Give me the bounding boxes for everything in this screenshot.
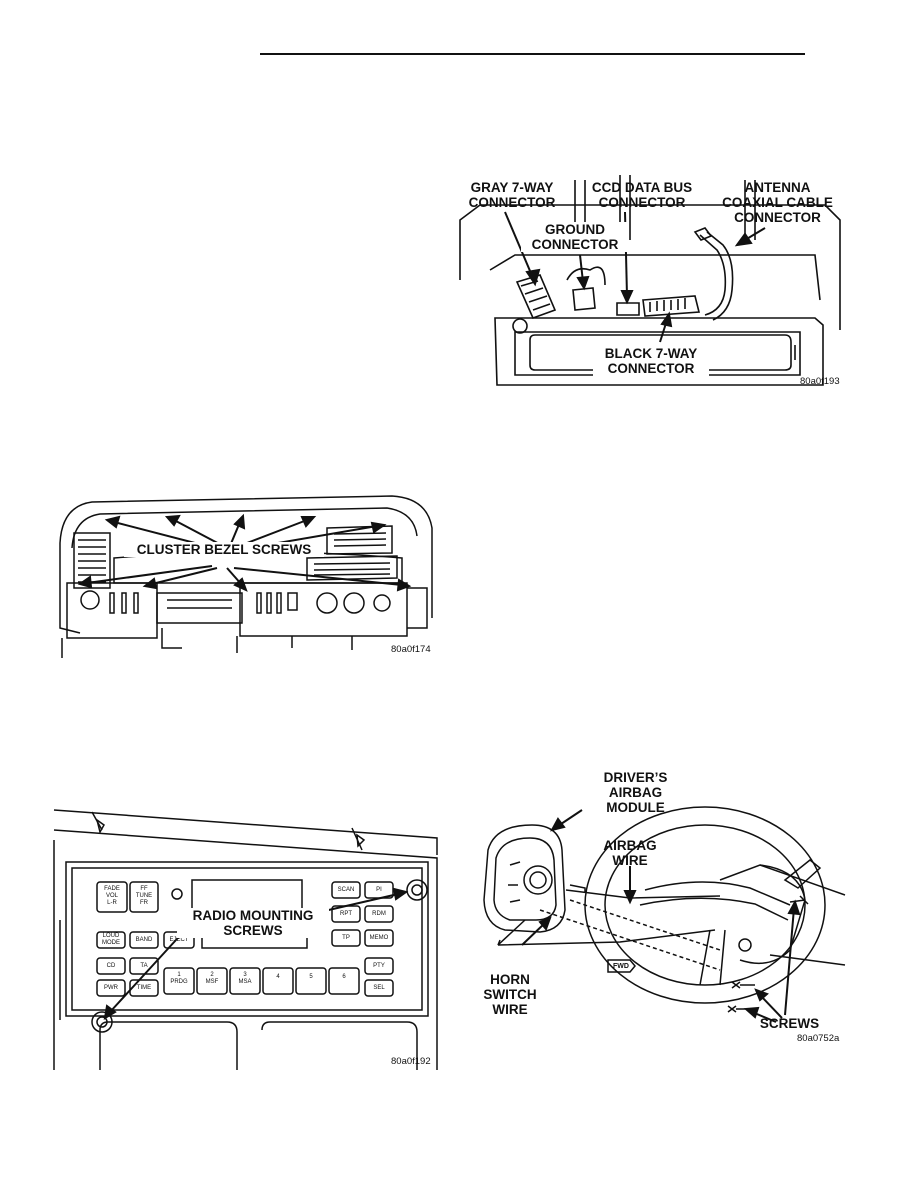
radio-key-sel[interactable]: SEL: [373, 985, 385, 991]
radio-key-cd[interactable]: CD: [106, 963, 116, 969]
radio-key-tune[interactable]: FF TUNE FR: [135, 886, 153, 906]
radio-mounting-drawing: [53, 809, 438, 1070]
radio-key-preset-2[interactable]: 2 MSF: [205, 972, 219, 985]
header-rule: [260, 53, 805, 55]
radio-key-pwr[interactable]: PWR: [104, 985, 118, 991]
figure-cluster-bezel: CLUSTER BEZEL SCREWS 80a0f174: [52, 488, 442, 658]
label-radio-mounting-screws: RADIO MOUNTING SCREWS: [177, 908, 329, 938]
radio-key-preset-3[interactable]: 3 MSA: [238, 972, 252, 985]
radio-key-fade[interactable]: FADE VOL L-R: [104, 886, 120, 906]
figure-radio-connectors: GRAY 7-WAY CONNECTOR CCD DATA BUS CONNEC…: [455, 160, 845, 400]
label-driver-airbag-module: DRIVER’S AIRBAG MODULE: [603, 770, 668, 815]
radio-key-preset-6[interactable]: 6: [342, 974, 346, 980]
radio-key-rpt[interactable]: RPT: [340, 911, 352, 917]
radio-key-time[interactable]: TIME: [136, 985, 152, 991]
radio-key-scan[interactable]: SCAN: [337, 887, 355, 893]
radio-key-memo[interactable]: MEMO: [369, 935, 389, 941]
label-screws: SCREWS: [759, 1016, 820, 1031]
cluster-bezel-drawing: [59, 495, 433, 658]
radio-connectors-drawing: [459, 175, 841, 386]
radio-key-pi[interactable]: PI: [376, 887, 382, 893]
radio-key-tp[interactable]: TP: [342, 935, 350, 941]
radio-key-loud-mode[interactable]: LOUD MODE: [102, 933, 120, 946]
figure-code: 80a0752a: [797, 1033, 840, 1044]
label-airbag-wire: AIRBAG WIRE: [603, 838, 657, 868]
airbag-module-drawing: [483, 806, 846, 1023]
figure-code: 80a0f193: [800, 376, 840, 387]
label-antenna-connector: ANTENNA COAXIAL CABLE CONNECTOR: [722, 180, 833, 225]
radio-key-pty[interactable]: PTY: [373, 963, 385, 969]
radio-key-rdm[interactable]: RDM: [372, 911, 386, 917]
figure-code: 80a0f174: [391, 644, 431, 655]
radio-key-preset-4[interactable]: 4: [276, 974, 280, 980]
label-ccd-connector: CCD DATA BUS CONNECTOR: [591, 180, 693, 210]
label-gray-connector: GRAY 7-WAY CONNECTOR: [468, 180, 556, 210]
radio-key-preset-1[interactable]: 1 PRDG: [170, 972, 188, 985]
label-horn-switch-wire: HORN SWITCH WIRE: [483, 972, 537, 1017]
label-ground-connector: GROUND CONNECTOR: [521, 222, 629, 252]
figure-radio-mounting: FADE VOL L-R FF TUNE FR SCAN PI RPT RDM …: [52, 800, 442, 1070]
figure-code: 80a0f192: [391, 1056, 431, 1067]
radio-key-band[interactable]: BAND: [135, 937, 153, 943]
radio-key-ta[interactable]: TA: [140, 963, 148, 969]
label-cluster-bezel-screws: CLUSTER BEZEL SCREWS: [124, 542, 324, 557]
radio-key-eject[interactable]: EJECT: [169, 937, 189, 943]
radio-key-preset-5[interactable]: 5: [309, 974, 313, 980]
label-fwd: FWD: [613, 963, 629, 970]
figure-airbag-module: DRIVER’S AIRBAG MODULE AIRBAG WIRE HORN …: [470, 770, 846, 1045]
label-black-connector: BLACK 7-WAY CONNECTOR: [593, 346, 709, 376]
